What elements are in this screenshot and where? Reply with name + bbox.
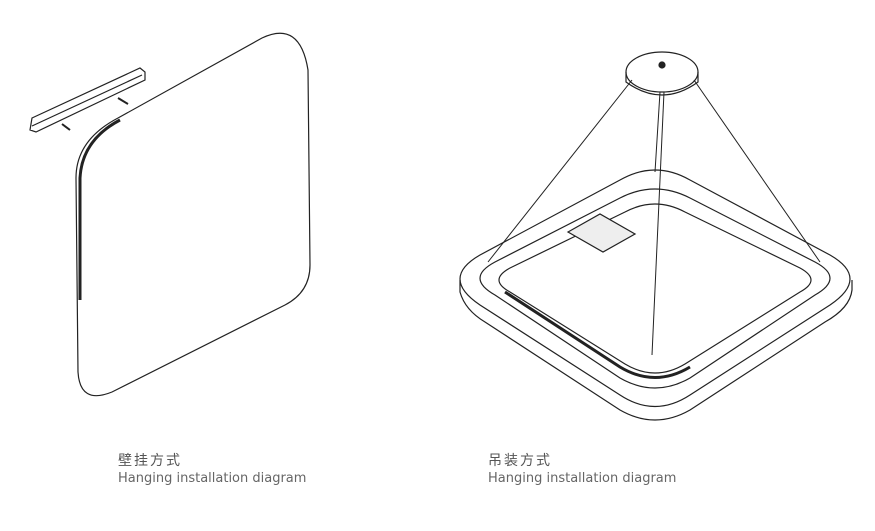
- panel-edge: [78, 118, 121, 300]
- wall-bracket: [29, 67, 146, 133]
- wall-mount-title-zh: 壁挂方式: [118, 453, 182, 469]
- wall-mount-caption: 壁挂方式 Hanging installation diagram: [118, 452, 306, 488]
- wall-mount-title-en: Hanging installation diagram: [118, 471, 307, 486]
- pendant-caption: 吊装方式 Hanging installation diagram: [488, 452, 676, 488]
- screw-icon: [61, 97, 129, 131]
- pendant-title-zh: 吊装方式: [488, 453, 552, 469]
- ceiling-canopy: [625, 51, 699, 96]
- suspension-cables: [487, 79, 821, 356]
- pendant-illustration: [459, 51, 853, 421]
- wall-mount-illustration: [29, 32, 311, 397]
- wall-panel: [75, 32, 311, 397]
- product-label: [566, 213, 637, 253]
- lamp-frame: [459, 169, 853, 421]
- pendant-title-en: Hanging installation diagram: [488, 471, 677, 486]
